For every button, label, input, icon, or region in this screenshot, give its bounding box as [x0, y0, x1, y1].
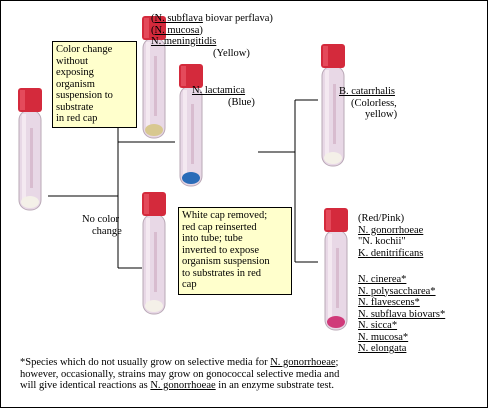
label-no-color-change: No color change [82, 214, 122, 237]
tube-red [322, 208, 350, 343]
note-color-change: Color change without exposing organism s… [52, 41, 137, 128]
label-star-group: N. cinerea* N. polysaccharea* N. flavesc… [358, 274, 446, 354]
tube-blue [177, 64, 205, 199]
label-red-group: (Red/Pink) N. gonorrhoeae "N. kochii" K.… [358, 213, 424, 259]
footnote: *Species which do not usually grow on se… [20, 357, 340, 391]
test-tube-icon [321, 44, 345, 167]
label-blue-group: N. lactamica (Blue) [192, 85, 255, 108]
tube-no-change [140, 192, 168, 327]
label-yellow-group: (N. subflava biovar perflava) (N. mucosa… [151, 13, 273, 59]
tube-colorless [319, 44, 347, 179]
test-tube-icon [324, 208, 348, 331]
test-tube-icon [179, 64, 203, 187]
note-white-cap: White cap removed; red cap reinserted in… [178, 207, 292, 295]
test-tube-icon [142, 16, 166, 139]
test-tube-icon [18, 88, 42, 211]
test-tube-icon [142, 192, 166, 315]
tube-yellow [140, 16, 168, 151]
tube-initial [16, 88, 44, 223]
label-colorless-group: B. catarrhalis (Colorless, yellow) [339, 86, 398, 120]
